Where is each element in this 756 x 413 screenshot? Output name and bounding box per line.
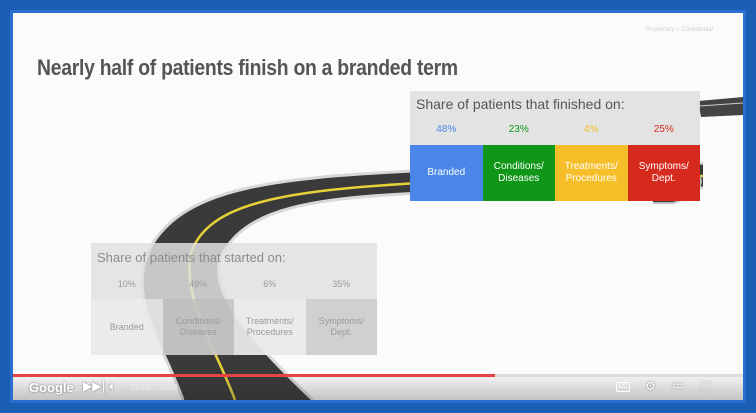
volume-icon[interactable]: 🔈︎ <box>109 379 117 393</box>
started-cell-branded: Branded <box>91 299 163 355</box>
player-controls <box>13 377 743 400</box>
started-pct-treatments: 6% <box>263 279 277 289</box>
finished-pct-branded: 48% <box>436 124 457 135</box>
slide[interactable]: Proprietary + Confidential Nearly half o… <box>13 13 743 400</box>
finished-cell-treatments: Treatments/ Procedures <box>555 145 628 201</box>
started-heading: Share of patients that started on: <box>97 250 286 265</box>
road-far <box>698 97 743 117</box>
finished-heading: Share of patients that finished on: <box>416 96 625 112</box>
started-pct-symptoms: 35% <box>332 279 351 289</box>
progress-bar[interactable] <box>13 374 743 377</box>
finished-pct-row: 48% 23% 4% 25% <box>410 124 700 142</box>
finished-cells: Branded Conditions/ Diseases Treatments/… <box>410 145 700 201</box>
finished-cell-branded: Branded <box>410 145 483 201</box>
started-cells: Branded Conditions/ Diseases Treatments/… <box>91 299 377 355</box>
started-cell-conditions: Conditions/ Diseases <box>162 299 234 355</box>
finished-pct-treatments: 4% <box>584 124 599 135</box>
google-logo: Google <box>29 380 74 395</box>
finished-pct-conditions: 23% <box>508 124 529 135</box>
started-cell-symptoms: Symptoms/ Dept. <box>305 299 377 355</box>
theater-mode-icon[interactable]: ▭ <box>672 378 684 392</box>
settings-gear-icon[interactable]: ⚙ <box>645 379 656 393</box>
started-pct-branded: 10% <box>117 279 136 289</box>
slide-title: Nearly half of patients finish on a bran… <box>37 55 458 80</box>
finished-table: Share of patients that finished on: 48% … <box>410 91 700 201</box>
progress-played <box>13 374 495 377</box>
video-frame: Proprietary + Confidential Nearly half o… <box>10 10 746 403</box>
started-cell-treatments: Treatments/ Procedures <box>234 299 306 355</box>
captions-icon[interactable]: CC <box>616 382 630 392</box>
fullscreen-icon[interactable]: ⛶ <box>701 379 710 393</box>
time-display: 25:06 / 38:06 <box>131 383 178 392</box>
road-far-edge <box>698 102 743 107</box>
finished-cell-conditions: Conditions/ Diseases <box>482 145 555 201</box>
started-pct-conditions: 49% <box>189 279 208 289</box>
slide-watermark: Proprietary + Confidential <box>645 27 713 33</box>
play-next-icon[interactable]: ▶▶| <box>83 379 106 393</box>
finished-cell-symptoms: Symptoms/ Dept. <box>627 145 700 201</box>
started-table: Share of patients that started on: 10% 4… <box>91 243 377 355</box>
started-pct-row: 10% 49% 6% 35% <box>91 279 377 295</box>
finished-pct-symptoms: 25% <box>653 124 674 135</box>
